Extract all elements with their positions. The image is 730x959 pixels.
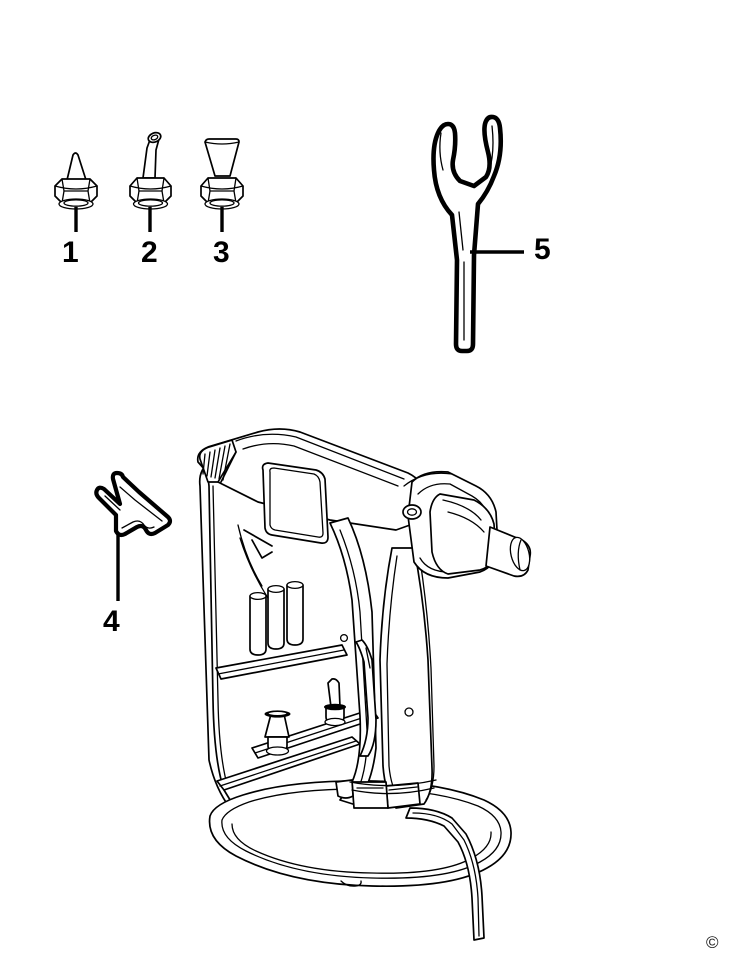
part-4-wire-stand-bracket <box>94 470 173 601</box>
part-1-conical-nozzle <box>54 152 98 232</box>
callout-number-1: 1 <box>62 236 79 269</box>
callout-number-2: 2 <box>141 236 158 269</box>
callout-number-4: 4 <box>103 605 120 638</box>
copyright-icon: © <box>706 933 719 952</box>
part-2-angled-tube-nozzle <box>129 131 172 232</box>
glue-gun-assembly <box>196 428 532 941</box>
callout-number-3: 3 <box>213 236 230 269</box>
stored-nozzle-flared <box>264 710 291 756</box>
callout-number-5: 5 <box>534 233 551 266</box>
stored-nozzle-conical <box>324 677 346 727</box>
nozzle-guard-hatching <box>202 443 231 481</box>
part-5-spanner-wrench <box>431 114 524 354</box>
part-3-flared-fan-nozzle <box>200 138 244 232</box>
